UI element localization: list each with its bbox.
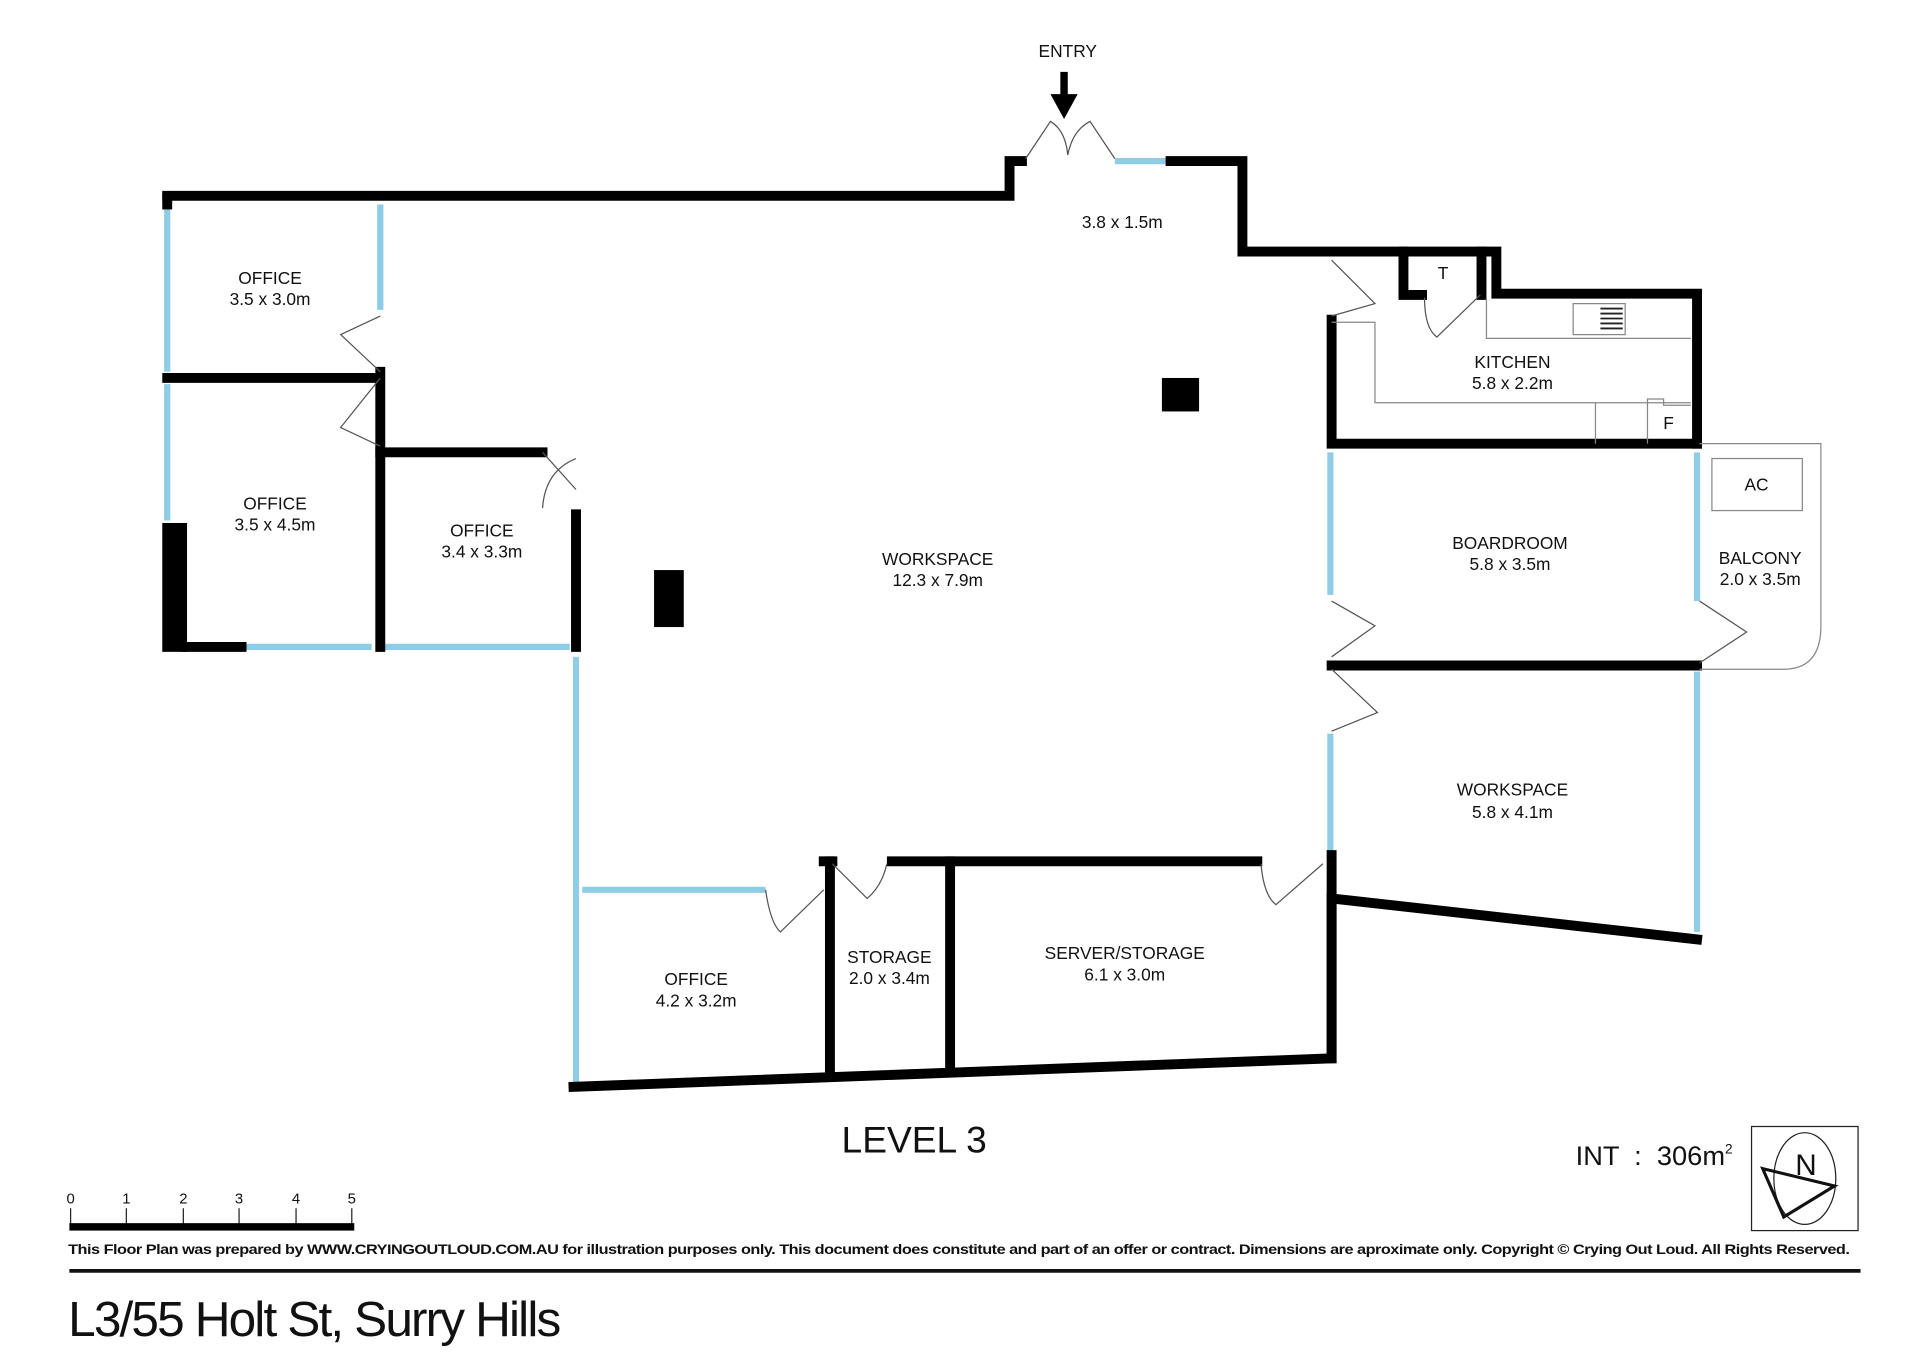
svg-text:KITCHEN: KITCHEN [1474,352,1550,372]
north-compass-icon: N [1750,1125,1859,1232]
svg-text:3: 3 [235,1191,243,1207]
svg-text:3.4 x 3.3m: 3.4 x 3.3m [441,542,522,562]
svg-text:5.8 x 4.1m: 5.8 x 4.1m [1472,802,1553,822]
svg-text:SERVER/STORAGE: SERVER/STORAGE [1045,943,1205,963]
level-title: LEVEL 3 [842,1119,987,1161]
ac-label: AC [1744,475,1768,495]
kitchen-fixtures [1331,297,1691,444]
balcony-outline [1699,443,1822,670]
windows [164,158,1701,1085]
svg-text:BOARDROOM: BOARDROOM [1452,533,1568,553]
svg-text:4: 4 [292,1191,300,1207]
disclaimer-text: This Floor Plan was prepared by WWW.CRYI… [68,1241,1849,1257]
svg-text:OFFICE: OFFICE [664,969,728,989]
ac-unit [1711,457,1803,512]
svg-text:2: 2 [179,1191,187,1207]
svg-text:6.1 x 3.0m: 6.1 x 3.0m [1084,964,1165,984]
svg-text:3.5 x 3.0m: 3.5 x 3.0m [230,289,311,309]
svg-text:OFFICE: OFFICE [450,521,514,541]
column [654,570,684,628]
svg-text:5.8 x 2.2m: 5.8 x 2.2m [1472,373,1553,393]
svg-text:N: N [1795,1149,1816,1182]
entry-size: 3.8 x 1.5m [1082,212,1163,232]
scale-bar: 0 1 2 3 4 5 [66,1191,356,1231]
toilet-label: T [1438,263,1449,283]
svg-text:WORKSPACE: WORKSPACE [882,549,993,569]
column [1161,377,1200,412]
svg-text:2.0 x 3.5m: 2.0 x 3.5m [1720,569,1801,589]
svg-text:1: 1 [122,1191,130,1207]
fridge-label: F [1663,413,1674,433]
svg-text:5.8 x 3.5m: 5.8 x 3.5m [1470,554,1551,574]
sink-icon [1572,303,1626,336]
svg-text:12.3 x 7.9m: 12.3 x 7.9m [892,570,983,590]
svg-text:0: 0 [66,1191,74,1207]
svg-text:5: 5 [348,1191,356,1207]
area-label: INT : 306m2 [1576,1140,1733,1171]
entry-arrow-icon [1050,71,1078,119]
property-address: L3/55 Holt St, Surry Hills [68,1291,559,1347]
walls [162,156,1703,1092]
svg-text:3.5 x 4.5m: 3.5 x 4.5m [235,514,316,534]
svg-text:4.2 x 3.2m: 4.2 x 3.2m [656,990,737,1010]
svg-text:OFFICE: OFFICE [243,493,307,513]
svg-text:STORAGE: STORAGE [847,947,931,967]
footer-divider [69,1269,1861,1273]
svg-text:WORKSPACE: WORKSPACE [1457,780,1568,800]
entry-label: ENTRY [1039,41,1098,61]
svg-text:BALCONY: BALCONY [1719,548,1802,568]
wall-column [162,522,188,652]
doors [339,120,1748,933]
svg-text:2.0 x 3.4m: 2.0 x 3.4m [849,968,930,988]
svg-text:OFFICE: OFFICE [238,268,302,288]
